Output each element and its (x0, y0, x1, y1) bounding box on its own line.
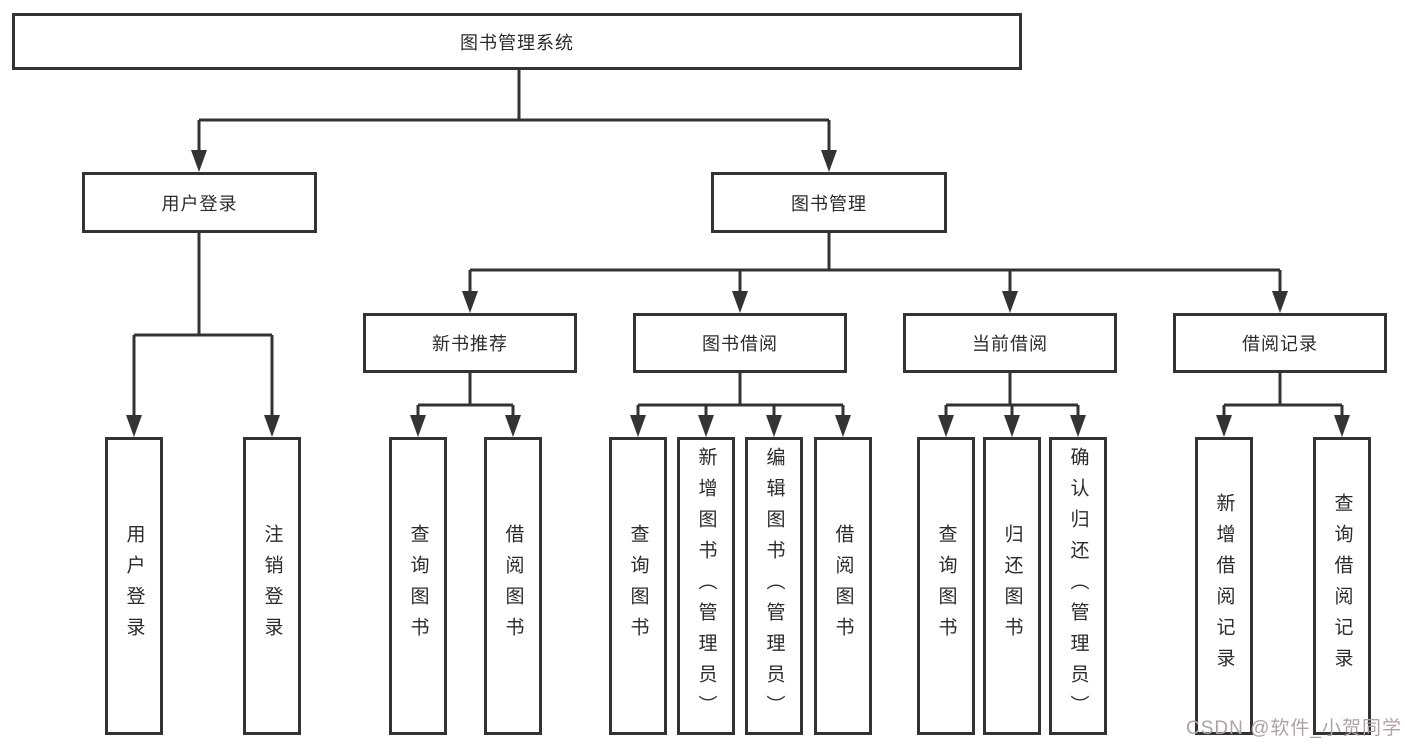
arrow-down-icon (191, 150, 207, 172)
leaf-confirm-return-admin-label: 确认归还（管理员） (1067, 446, 1089, 726)
connector-book-management-branch (468, 233, 1282, 293)
node-borrow-record: 借阅记录 (1173, 313, 1387, 373)
arrow-down-icon (698, 415, 714, 437)
arrow-down-icon (938, 415, 954, 437)
node-current-borrow-label: 当前借阅 (972, 334, 1048, 354)
connector-current-borrow-branch (944, 373, 1080, 417)
node-new-book-recommend-label: 新书推荐 (432, 334, 508, 354)
leaf-query-books-2-label: 查询图书 (627, 524, 649, 648)
leaf-return-books-label: 归还图书 (1001, 524, 1023, 648)
arrowhead-icons (126, 150, 1350, 437)
arrow-down-icon (766, 415, 782, 437)
leaf-return-books: 归还图书 (983, 437, 1041, 735)
node-borrow-record-label: 借阅记录 (1242, 334, 1318, 354)
arrow-down-icon (264, 415, 280, 437)
arrow-down-icon (835, 415, 851, 437)
leaf-user-login-label: 用户登录 (123, 524, 145, 648)
arrow-down-icon (1272, 291, 1288, 313)
node-user-login-label: 用户登录 (161, 193, 238, 214)
node-root-label: 图书管理系统 (460, 32, 574, 53)
arrow-down-icon (462, 291, 478, 313)
arrow-down-icon (1334, 415, 1350, 437)
node-current-borrow: 当前借阅 (903, 313, 1117, 373)
arrow-down-icon (1004, 415, 1020, 437)
leaf-query-borrow-record: 查询借阅记录 (1313, 437, 1371, 735)
connector-borrow-record-branch (1222, 373, 1344, 417)
leaf-confirm-return-admin: 确认归还（管理员） (1049, 437, 1107, 735)
connector-new-book-rec-branch (416, 373, 515, 417)
leaf-add-books-admin-label: 新增图书（管理员） (695, 446, 717, 726)
node-book-borrow-label: 图书借阅 (702, 334, 778, 354)
leaf-query-books-3: 查询图书 (917, 437, 975, 735)
leaf-borrow-books-2: 借阅图书 (814, 437, 872, 735)
leaf-query-books-3-label: 查询图书 (935, 524, 957, 648)
arrow-down-icon (505, 415, 521, 437)
leaf-edit-books-admin-label: 编辑图书（管理员） (763, 446, 785, 726)
node-book-borrow: 图书借阅 (633, 313, 847, 373)
leaf-add-books-admin: 新增图书（管理员） (677, 437, 735, 735)
arrow-down-icon (126, 415, 142, 437)
leaf-borrow-books-label: 借阅图书 (502, 524, 524, 648)
leaf-query-books-label: 查询图书 (407, 524, 429, 648)
leaf-add-borrow-record: 新增借阅记录 (1195, 437, 1253, 735)
connector-user-login-branch (132, 233, 274, 417)
node-book-management-label: 图书管理 (791, 193, 867, 214)
leaf-add-borrow-record-label: 新增借阅记录 (1213, 493, 1235, 679)
leaf-query-borrow-record-label: 查询借阅记录 (1331, 493, 1353, 679)
arrow-down-icon (732, 291, 748, 313)
leaf-logout: 注销登录 (243, 437, 301, 735)
arrow-down-icon (1216, 415, 1232, 437)
arrow-down-icon (410, 415, 426, 437)
arrow-down-icon (1002, 291, 1018, 313)
leaf-query-books-2: 查询图书 (609, 437, 667, 735)
leaf-query-books: 查询图书 (389, 437, 447, 735)
leaf-user-login: 用户登录 (105, 437, 163, 735)
leaf-borrow-books: 借阅图书 (484, 437, 542, 735)
node-book-management: 图书管理 (711, 172, 947, 233)
node-new-book-recommend: 新书推荐 (363, 313, 577, 373)
leaf-borrow-books-2-label: 借阅图书 (832, 524, 854, 648)
connector-book-borrow-branch (636, 373, 845, 417)
leaf-edit-books-admin: 编辑图书（管理员） (745, 437, 803, 735)
arrow-down-icon (1070, 415, 1086, 437)
connector-root-to-level2 (197, 70, 831, 152)
arrow-down-icon (821, 150, 837, 172)
node-user-login: 用户登录 (82, 172, 317, 233)
node-root: 图书管理系统 (12, 13, 1022, 70)
arrow-down-icon (630, 415, 646, 437)
csdn-watermark: CSDN @软件_小贺同学 (1186, 718, 1402, 739)
leaf-logout-label: 注销登录 (261, 524, 283, 648)
